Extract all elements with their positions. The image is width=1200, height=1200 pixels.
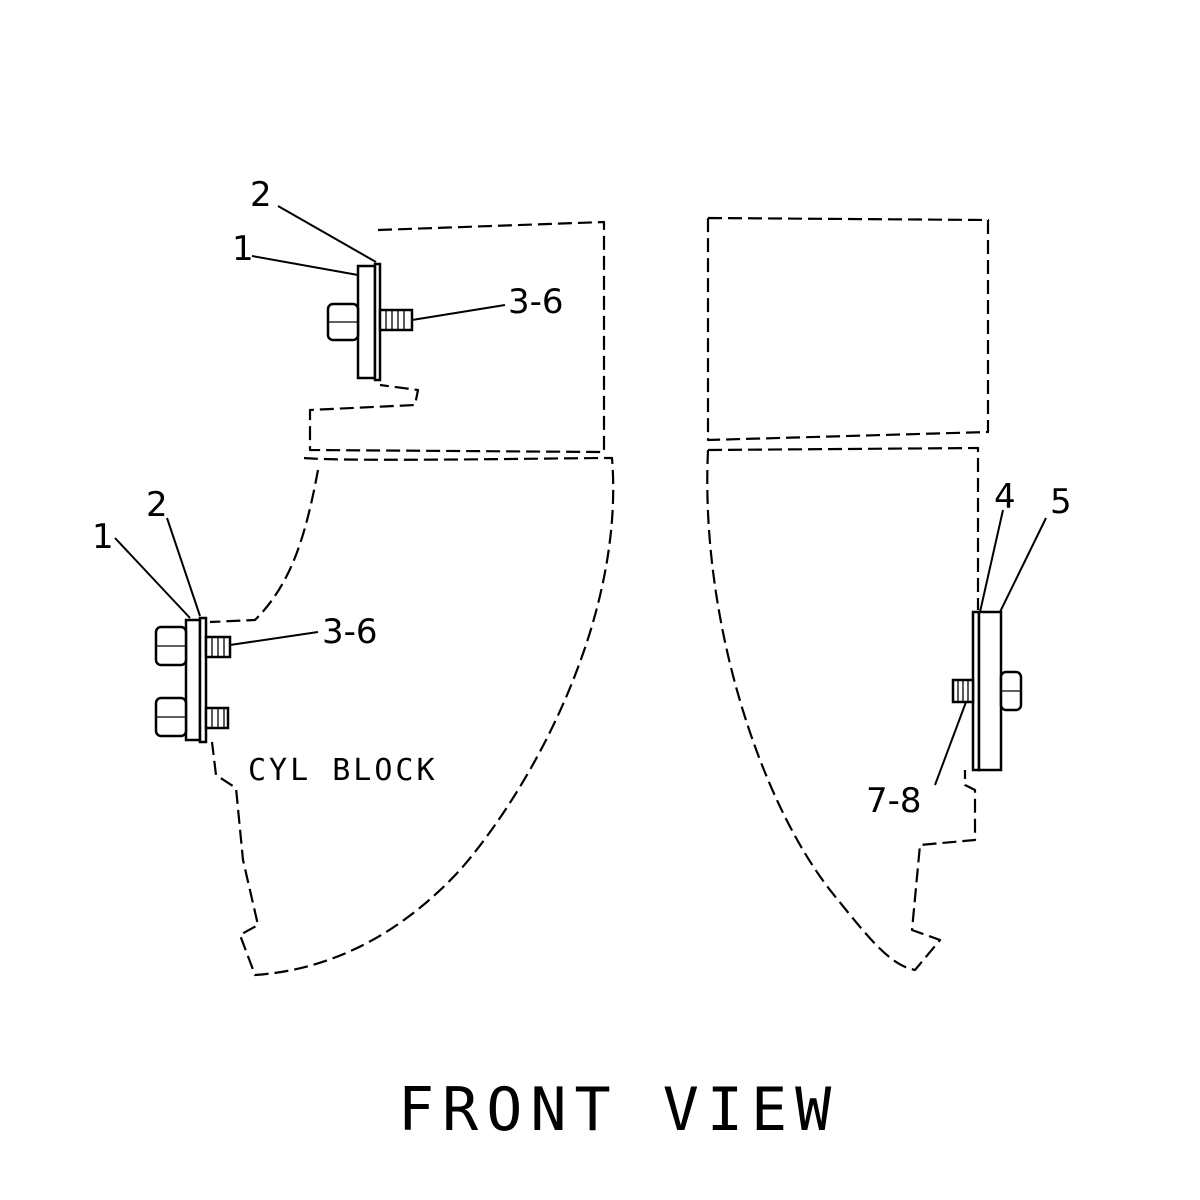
right-cover-plate [977,610,1003,772]
lower-bottom-bolt-thread [204,706,230,730]
right-lower-housing [707,446,980,610]
upper-bolt-thread [378,308,414,332]
cyl-block-label: CYL BLOCK [248,753,438,788]
callout-right-gasket: 4 [994,477,1016,517]
callout-upper-left-plate: 1 [232,229,254,269]
callout-lower-left-plate: 1 [92,517,114,557]
upper-left-cover-assembly [326,262,414,382]
upper-cover-plate [356,264,377,380]
right-cover-assembly [951,610,1023,772]
view-title: FRONT VIEW [398,1075,839,1145]
left-block-outline [209,220,615,977]
right-block-outline [706,216,990,972]
right-lower-curve [706,449,977,972]
leader-lines [114,205,1047,786]
left-inner-curve [209,469,320,624]
callout-right-plate: 5 [1050,482,1072,522]
right-upper-housing [706,216,990,442]
callout-lower-left-bolts: 3-6 [322,612,378,652]
left-upper-housing [308,220,606,454]
left-lower-housing [210,456,615,977]
lower-left-cover-assembly [154,616,232,744]
callout-upper-left-gasket: 2 [250,175,272,215]
lower-gasket [198,616,208,744]
callout-right-bolts: 7-8 [866,781,922,821]
callout-upper-left-bolts: 3-6 [508,282,564,322]
lower-cover-plate [184,618,202,742]
callout-lower-left-gasket: 2 [146,485,168,525]
